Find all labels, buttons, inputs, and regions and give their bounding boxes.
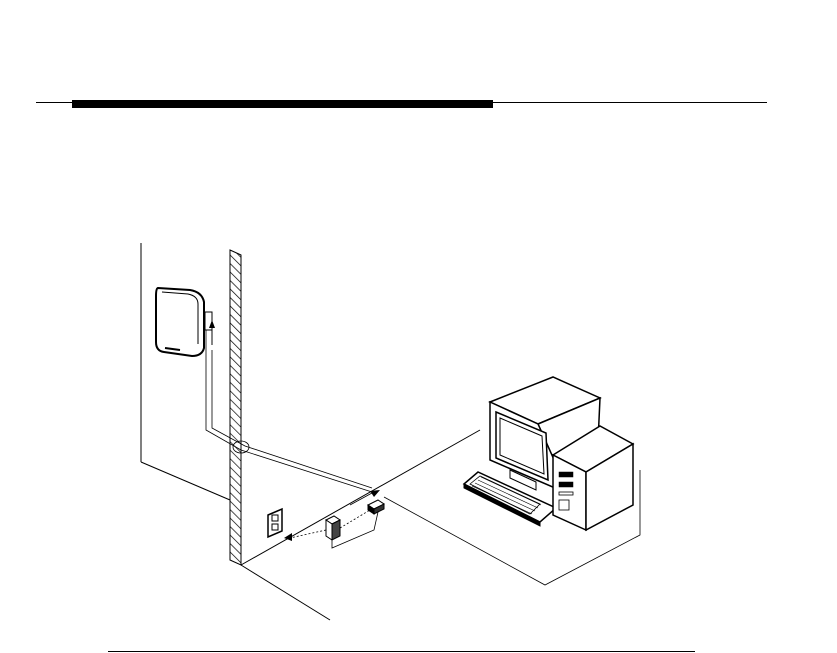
footer-rule (108, 651, 695, 652)
wall-outlet (268, 509, 282, 537)
wall-mounted-access-point (156, 288, 212, 356)
wall-section (230, 250, 241, 565)
power-adapter (326, 516, 340, 540)
connector-box (368, 500, 384, 514)
